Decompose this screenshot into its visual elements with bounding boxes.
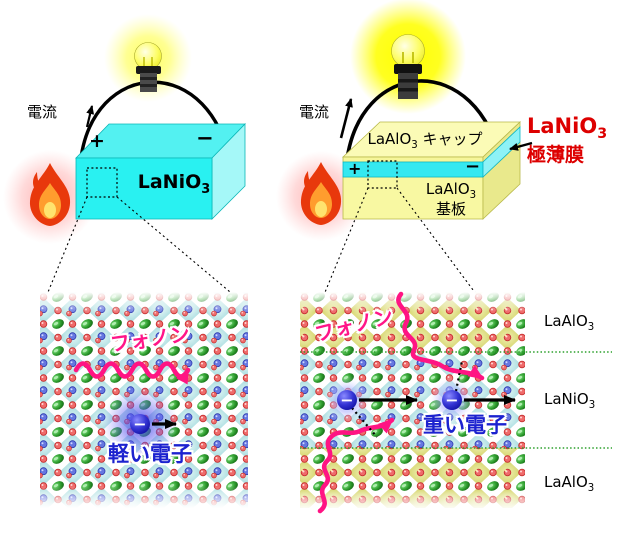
layer-formula-middle-sub: 3: [588, 400, 596, 411]
electron-minus-right-1: −: [340, 391, 353, 410]
cap-formula: LaAlO: [367, 130, 412, 148]
layer-formula-middle: LaNiO: [544, 390, 589, 408]
layer-formula-bottom-sub: 3: [587, 483, 595, 494]
film-formula: LaNiO: [527, 114, 598, 138]
light-bulb-icon-left: [134, 42, 162, 92]
substrate-formula-line: LaAlO3: [412, 181, 490, 201]
bulk-laniO3-box: [75, 123, 246, 220]
light-electron-label: 軽い電子: [108, 442, 192, 466]
light-bulb-icon-right: [391, 34, 425, 99]
electron-icon-left: −: [130, 414, 150, 434]
lattice-left: [40, 292, 248, 508]
phonon-wave-right-bottom: [317, 417, 395, 514]
plus-terminal-right: +: [348, 159, 362, 178]
cap-formula-sub: 3: [411, 140, 418, 151]
layer-formula-top: LaAlO: [544, 312, 588, 330]
substrate-formula: LaAlO: [425, 180, 470, 198]
minus-terminal-left: −: [196, 126, 214, 150]
current-label-left: 電流: [27, 103, 58, 121]
scattering-link-left: [351, 407, 378, 438]
minus-terminal-right: −: [465, 156, 481, 177]
layer-label-middle: LaNiO3: [544, 391, 595, 411]
layer-label-top: LaAlO3: [544, 313, 594, 333]
zoom-region-right: [367, 160, 398, 189]
phonon-wave-left: [73, 361, 191, 385]
heavy-electron-label: 重い電子: [423, 413, 507, 437]
phonon-wave-right-top: [396, 291, 485, 381]
bulk-box-formula-sub: 3: [201, 181, 211, 197]
thin-film-layer: [342, 126, 521, 178]
layer-formula-top-sub: 3: [587, 322, 595, 333]
film-label: LaNiO3 極薄膜: [527, 114, 608, 166]
projection-lines-right: [320, 187, 483, 303]
electron-icon-right-1: −: [337, 390, 357, 410]
lattice-right: [300, 292, 525, 510]
bulk-box-formula: LaNiO: [137, 171, 202, 193]
bulk-box-label: LaNiO3: [130, 172, 218, 197]
substrate-label-line2: 基板: [435, 200, 466, 219]
layer-formula-bottom: LaAlO: [544, 473, 588, 491]
projection-lines-left: [45, 196, 237, 298]
layer-label-bottom: LaAlO3: [544, 474, 594, 494]
current-label-right: 電流: [299, 103, 330, 121]
film-pointer-arrow: [509, 141, 533, 151]
substrate-formula-sub: 3: [469, 190, 477, 201]
cap-suffix: キャップ: [417, 130, 483, 148]
electron-icon-right-2: −: [442, 390, 462, 410]
current-arrow-right: [339, 98, 353, 139]
cap-layer-label: LaAlO3 キャップ: [360, 131, 490, 151]
film-label-line2: 極薄膜: [527, 143, 585, 166]
electron-minus-right-2: −: [445, 391, 458, 410]
substrate-label: LaAlO3 基板: [412, 181, 490, 218]
electron-minus-left: −: [133, 415, 146, 434]
film-formula-line: LaNiO3: [527, 114, 608, 143]
plus-terminal-left: +: [89, 130, 105, 152]
current-arrow-left: [85, 105, 95, 128]
film-formula-sub: 3: [597, 126, 608, 143]
zoom-region-left: [86, 167, 118, 198]
